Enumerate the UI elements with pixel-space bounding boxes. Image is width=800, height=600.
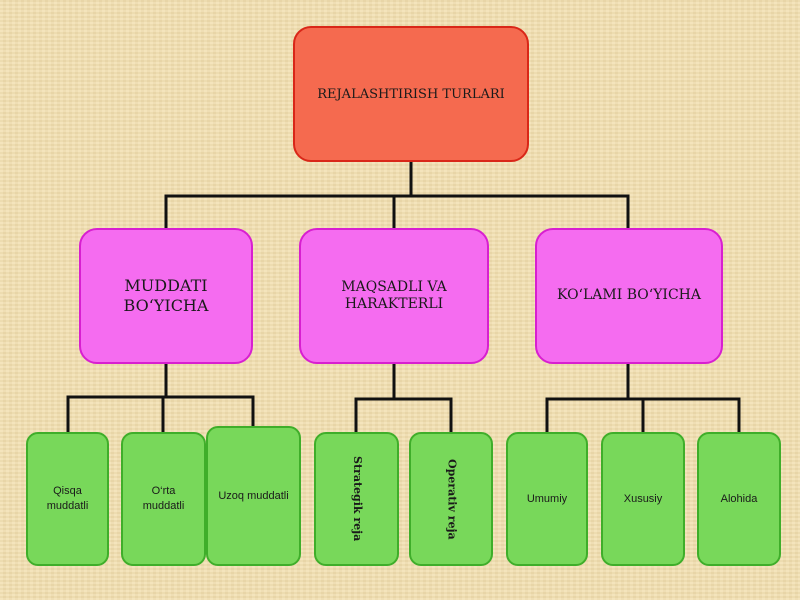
leaf-node-alohida: Alohida bbox=[697, 432, 781, 566]
leaf-node-operativ: Operativ reja bbox=[409, 432, 493, 566]
root-node-label: REJALASHTIRISH TURLARI bbox=[317, 86, 505, 102]
leaf-node-label: Umumiy bbox=[526, 492, 568, 505]
leaf-node-label: Qisqa muddatli bbox=[46, 485, 89, 512]
category-node-label: KO‘LAMI BO‘YICHA bbox=[556, 287, 701, 304]
category-node-kolami: KO‘LAMI BO‘YICHA bbox=[535, 228, 723, 364]
root-node: REJALASHTIRISH TURLARI bbox=[293, 26, 529, 162]
leaf-node-label: O‘rta muddatli bbox=[142, 485, 185, 512]
leaf-node-label: Operativ reja bbox=[445, 458, 459, 540]
leaf-node-label: Alohida bbox=[720, 492, 758, 505]
leaf-node-label: Uzoq muddatli bbox=[218, 489, 289, 502]
category-node-label: MUDDATI BO‘YICHA bbox=[123, 276, 209, 315]
leaf-node-qisqa: Qisqa muddatli bbox=[26, 432, 109, 566]
category-node-label: MAQSADLI VA HARAKTERLI bbox=[341, 278, 447, 313]
leaf-node-umumiy: Umumiy bbox=[506, 432, 588, 566]
category-node-muddati: MUDDATI BO‘YICHA bbox=[79, 228, 253, 364]
leaf-node-label: Xususiy bbox=[623, 492, 663, 505]
leaf-node-orta: O‘rta muddatli bbox=[121, 432, 206, 566]
leaf-node-xususiy: Xususiy bbox=[601, 432, 685, 566]
category-node-maqsadli: MAQSADLI VA HARAKTERLI bbox=[299, 228, 489, 364]
leaf-node-strategik: Strategik reja bbox=[314, 432, 399, 566]
leaf-node-uzoq: Uzoq muddatli bbox=[206, 426, 301, 566]
leaf-node-label: Strategik reja bbox=[350, 456, 364, 542]
